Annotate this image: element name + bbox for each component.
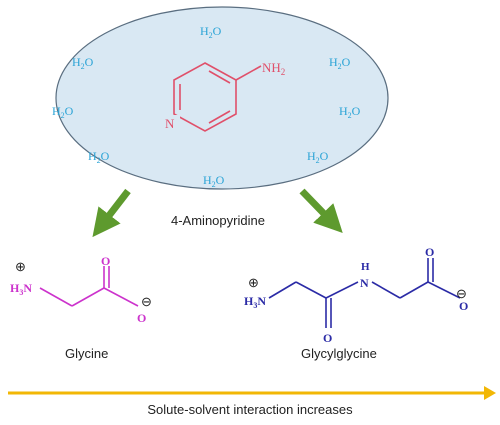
glycine-plus: ⊕ (15, 259, 26, 274)
water-label: H2O (307, 149, 329, 165)
ring-n-label: N (165, 116, 175, 131)
glycylglycine-amine: H3N (244, 294, 266, 310)
glycine-structure (39, 266, 139, 307)
aminopyridine-structure (173, 62, 262, 132)
water-label: H2O (203, 173, 225, 189)
glycylglycine-amide-n: N (360, 276, 369, 290)
glycine-name: Glycine (65, 346, 108, 361)
glycylglycine-plus: ⊕ (248, 275, 259, 290)
arrow-to-glycylglycine (299, 188, 343, 234)
glycylglycine-minus: ⊖ (456, 286, 467, 301)
glycylglycine-amide-h: H (361, 261, 370, 273)
glycylglycine-name: Glycylglycine (301, 346, 377, 361)
arrow-to-glycine (92, 188, 131, 238)
water-label: H2O (72, 55, 94, 71)
glycylglycine-amide-o: O (323, 331, 332, 345)
water-molecules: H2O H2O H2O H2O H2O H2O H2O H2O (52, 24, 361, 189)
solute-name: 4-Aminopyridine (171, 213, 265, 228)
glycylglycine-anion-o: O (459, 299, 468, 313)
water-label: H2O (329, 55, 351, 71)
amine-label: NH2 (262, 60, 285, 77)
glycine-anion-o: O (137, 311, 146, 325)
glycylglycine-carbonyl-o: O (425, 245, 434, 259)
interaction-caption: Solute-solvent interaction increases (147, 402, 353, 417)
water-label: H2O (88, 149, 110, 165)
water-o: O (213, 24, 222, 38)
ring-n-mask (166, 115, 180, 129)
glycine-amine: H3N (10, 281, 32, 297)
glycine-minus: ⊖ (141, 294, 152, 309)
interaction-arrow-head (484, 386, 496, 400)
glycine-carbonyl-o: O (101, 254, 110, 268)
water-label: H2O (200, 24, 222, 40)
solvent-cloud (55, 6, 389, 190)
water-label: H2O (52, 104, 74, 120)
water-label: H2O (339, 104, 361, 120)
glycylglycine-structure (268, 258, 461, 328)
